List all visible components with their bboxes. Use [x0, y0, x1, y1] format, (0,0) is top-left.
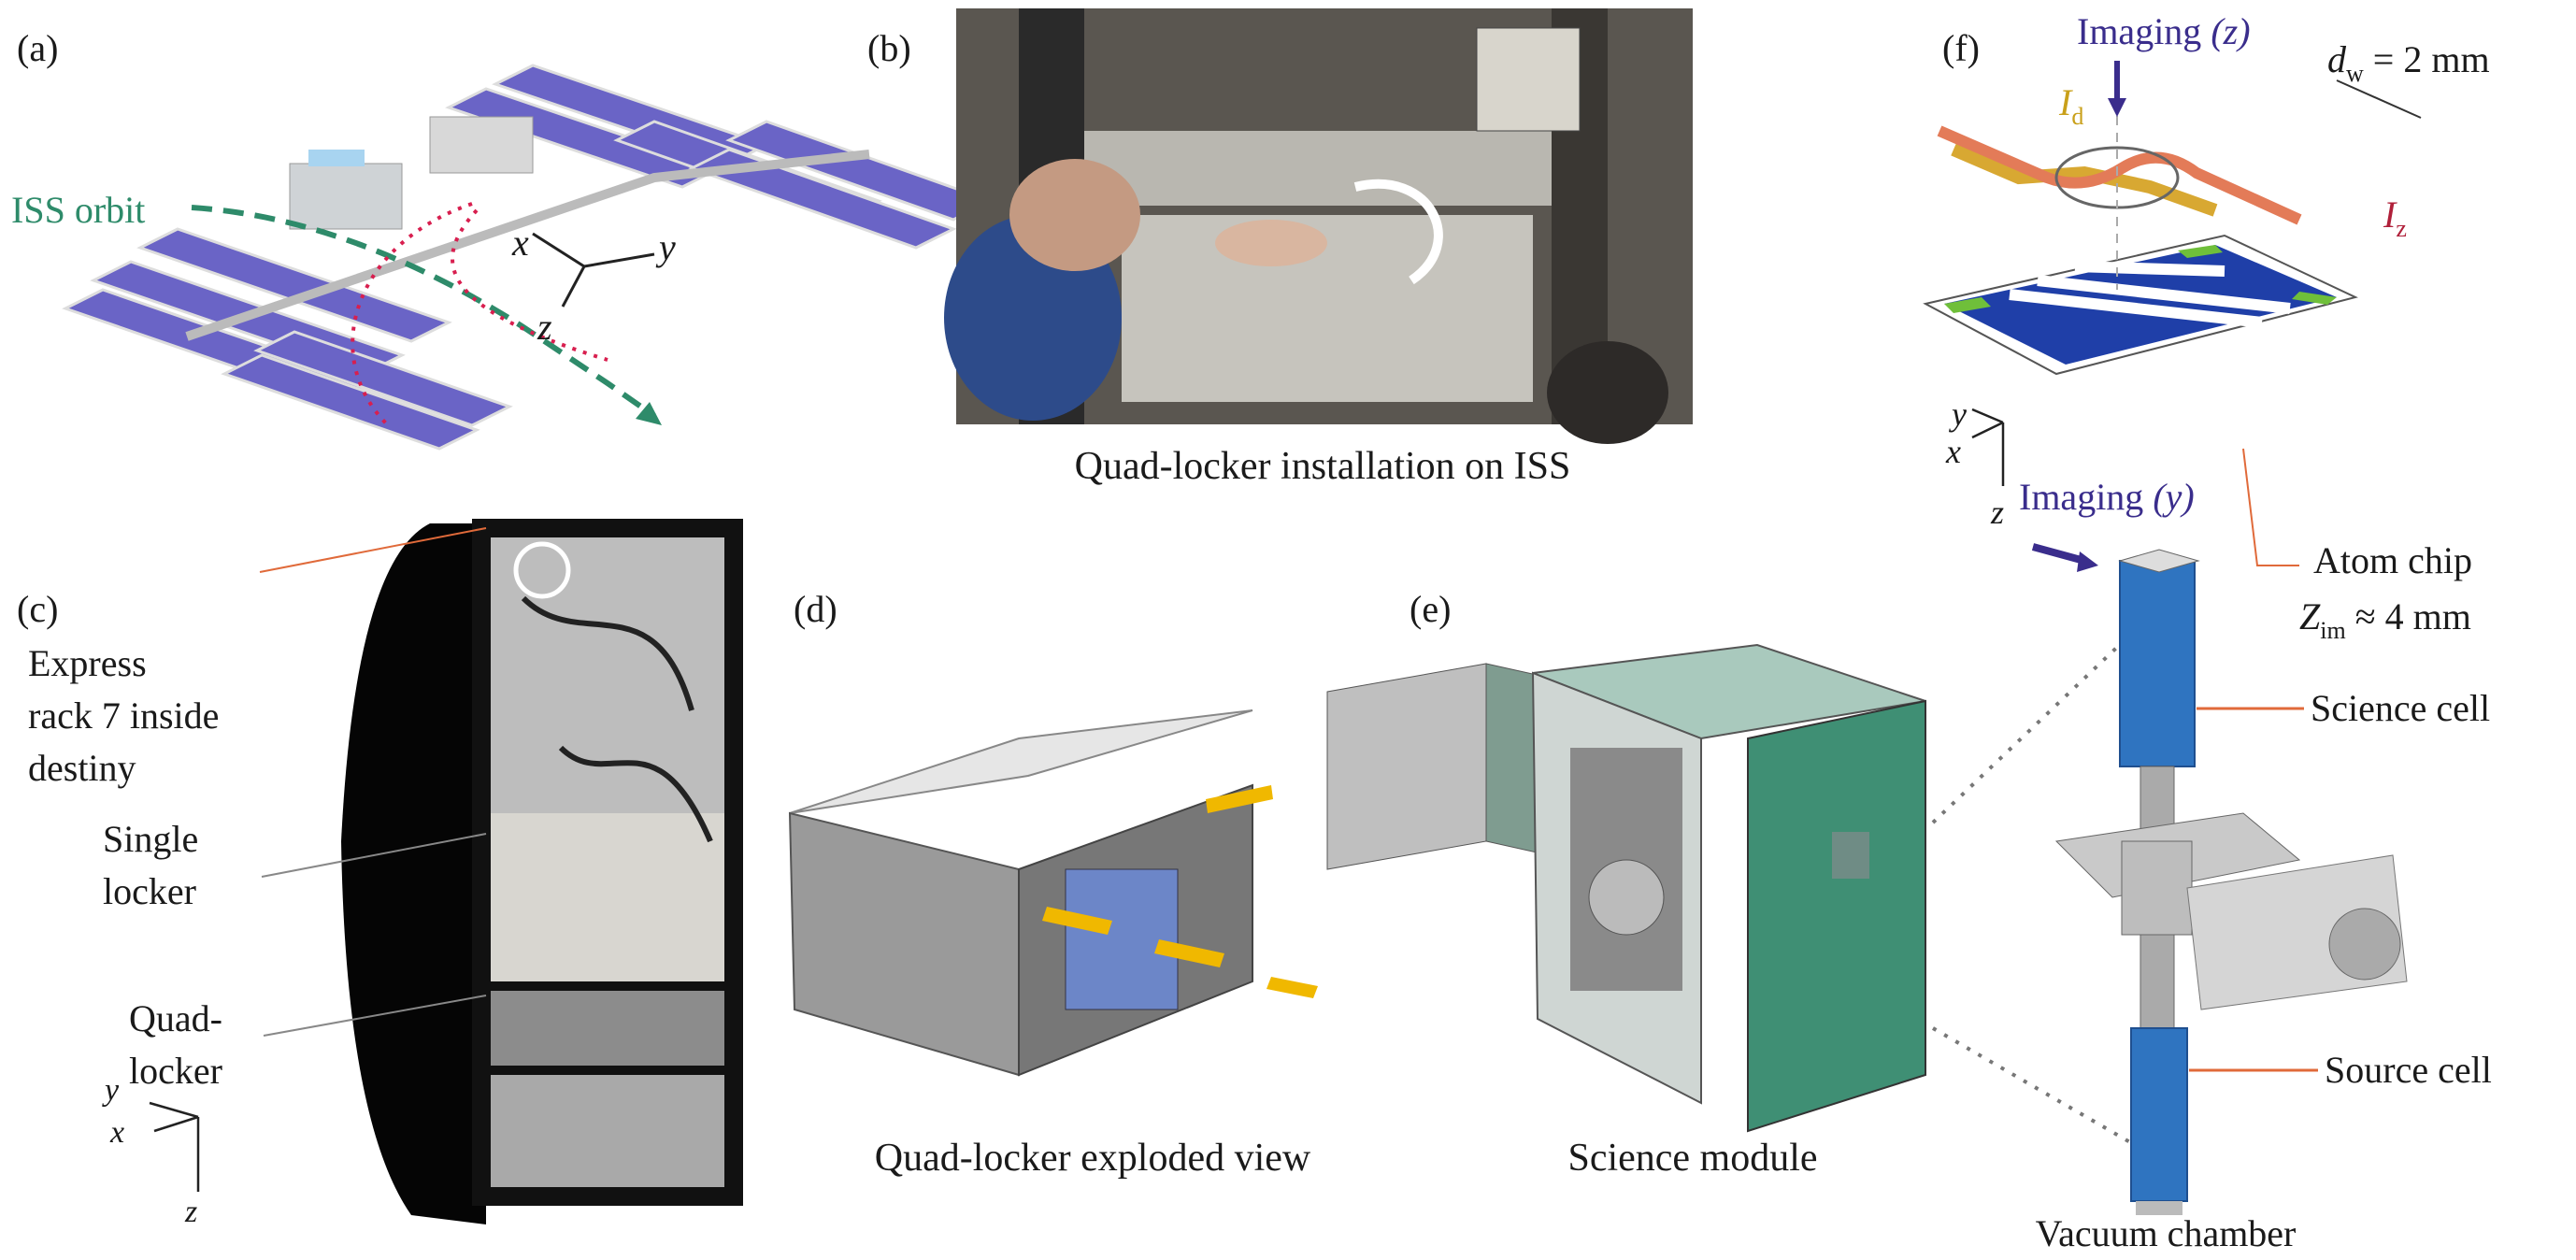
atom-chip-pointer — [2242, 448, 2299, 566]
single-locker-label: Single locker — [103, 813, 198, 918]
panel-f-label: (f) — [1942, 27, 1980, 69]
rack-label-line: rack 7 inside — [28, 694, 220, 737]
source-cell-label: Source cell — [2325, 1049, 2492, 1091]
iss-orbit-label: ISS orbit — [11, 189, 146, 231]
imaging-y-label: Imaging (y) — [2019, 479, 2195, 516]
chip-axes — [1971, 408, 2005, 486]
single-locker-pointer — [259, 527, 487, 573]
iss-orbit-path — [191, 205, 656, 419]
single-locker-line: locker — [103, 870, 196, 912]
panel-e-caption: Science module — [1567, 1137, 1818, 1180]
science-cell-label: Science cell — [2311, 687, 2491, 729]
imaging-y-axis: (y) — [2153, 476, 2195, 518]
imaging-y-text: Imaging — [2019, 476, 2144, 518]
iz-label: Iz — [2383, 196, 2407, 241]
panel-c-label: (c) — [17, 588, 59, 630]
iss-axes — [532, 232, 655, 308]
id-sub: d — [2071, 103, 2084, 130]
id-symbol: I — [2059, 81, 2072, 123]
iz-sub: z — [2396, 215, 2407, 242]
imaging-y-arrow-icon — [2031, 543, 2098, 572]
rack-label: Express rack 7 inside destiny — [28, 637, 219, 795]
zim-label: Zim ≈ 4 mm — [2299, 598, 2471, 643]
rack-label-line: Express — [28, 642, 147, 684]
rack-axes — [149, 1101, 200, 1192]
express-rack-illustration — [341, 519, 743, 1224]
iss-axis-x: x — [512, 222, 529, 264]
module-link-dotted — [1931, 596, 2170, 1161]
rack-label-line: destiny — [28, 747, 136, 789]
iss-axis-y: y — [659, 226, 676, 268]
vacuum-chamber-label: Vacuum chamber — [2035, 1212, 2297, 1254]
panel-a-label: (a) — [17, 27, 59, 69]
zim-value: ≈ 4 mm — [2354, 595, 2471, 637]
panel-b-caption: Quad-locker installation on ISS — [1074, 445, 1571, 488]
single-locker-leader — [261, 833, 487, 878]
iss-axis-z: z — [537, 306, 552, 348]
chip-axis-x: x — [1946, 433, 1961, 470]
panel-d-label: (d) — [794, 588, 837, 630]
rack-link-dotted — [351, 202, 608, 427]
rack-axis-x: x — [110, 1115, 125, 1150]
chip-axis-z: z — [1991, 494, 2005, 531]
panel-b-label: (b) — [867, 27, 911, 69]
id-label: Id — [2059, 84, 2083, 129]
science-module-illustration — [1531, 643, 1926, 1133]
dw-sub: w — [2346, 60, 2364, 87]
zim-symbol: Z — [2299, 595, 2321, 637]
quad-locker-line: Quad- — [129, 997, 222, 1039]
vacuum-chamber-illustration — [2054, 549, 2408, 1215]
atom-chip-label: Atom chip — [2313, 539, 2472, 581]
zim-sub: im — [2320, 617, 2346, 644]
imaging-z-text: Imaging — [2077, 10, 2202, 52]
imaging-z-axis: (z) — [2211, 10, 2251, 52]
rack-axis-y: y — [105, 1073, 120, 1108]
imaging-z-label: Imaging (z) — [2077, 13, 2251, 50]
single-locker-line: Single — [103, 818, 199, 860]
quad-locker-exploded-illustration — [788, 663, 1571, 1077]
chip-axis-y: y — [1952, 395, 1967, 433]
iss-illustration — [62, 64, 995, 451]
rack-axis-z: z — [185, 1195, 198, 1229]
dw-value: = 2 mm — [2372, 38, 2490, 80]
panel-d-caption: Quad-locker exploded view — [874, 1137, 1311, 1180]
quad-locker-leader — [263, 995, 487, 1037]
dw-symbol: d — [2327, 38, 2346, 80]
iz-symbol: I — [2383, 193, 2397, 236]
imaging-z-arrow-icon — [2108, 61, 2126, 117]
quad-locker-line: locker — [129, 1050, 222, 1092]
orbit-arrow-icon — [636, 402, 662, 425]
dw-label: dw = 2 mm — [2327, 41, 2490, 86]
iss-installation-photo — [944, 8, 1693, 444]
atom-chip-illustration — [1923, 65, 2422, 376]
quad-locker-label: Quad- locker — [129, 993, 222, 1097]
panel-e-label: (e) — [1410, 588, 1452, 630]
